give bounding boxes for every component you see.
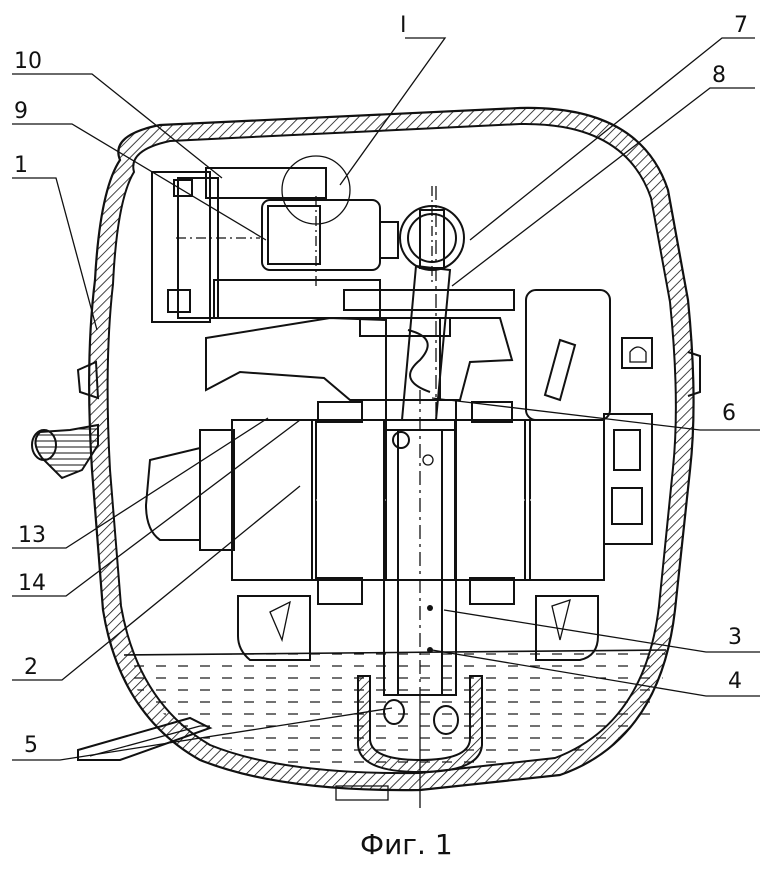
callout-2: 2 [24,655,38,680]
section-mark-label: I [400,13,407,38]
callout-14: 14 [18,571,46,596]
callout-9: 9 [14,99,28,124]
callout-8: 8 [712,63,726,88]
callout-13: 13 [18,523,46,548]
leader-lines [12,37,760,761]
hermetic-casing [76,106,701,792]
callout-5: 5 [24,733,38,758]
suction-tube [31,423,99,480]
callout-7: 7 [734,13,748,38]
crankshaft [383,186,457,808]
detail-circle-i [281,155,351,225]
callout-1: 1 [14,153,28,178]
callout-10: 10 [14,49,42,74]
callout-3: 3 [728,625,742,650]
callout-4: 4 [728,669,742,694]
oil-bath [123,649,667,772]
callout-6: 6 [722,401,736,426]
figure-caption: Фиг. 1 [360,828,453,861]
oil-pickup-cup [357,675,483,774]
